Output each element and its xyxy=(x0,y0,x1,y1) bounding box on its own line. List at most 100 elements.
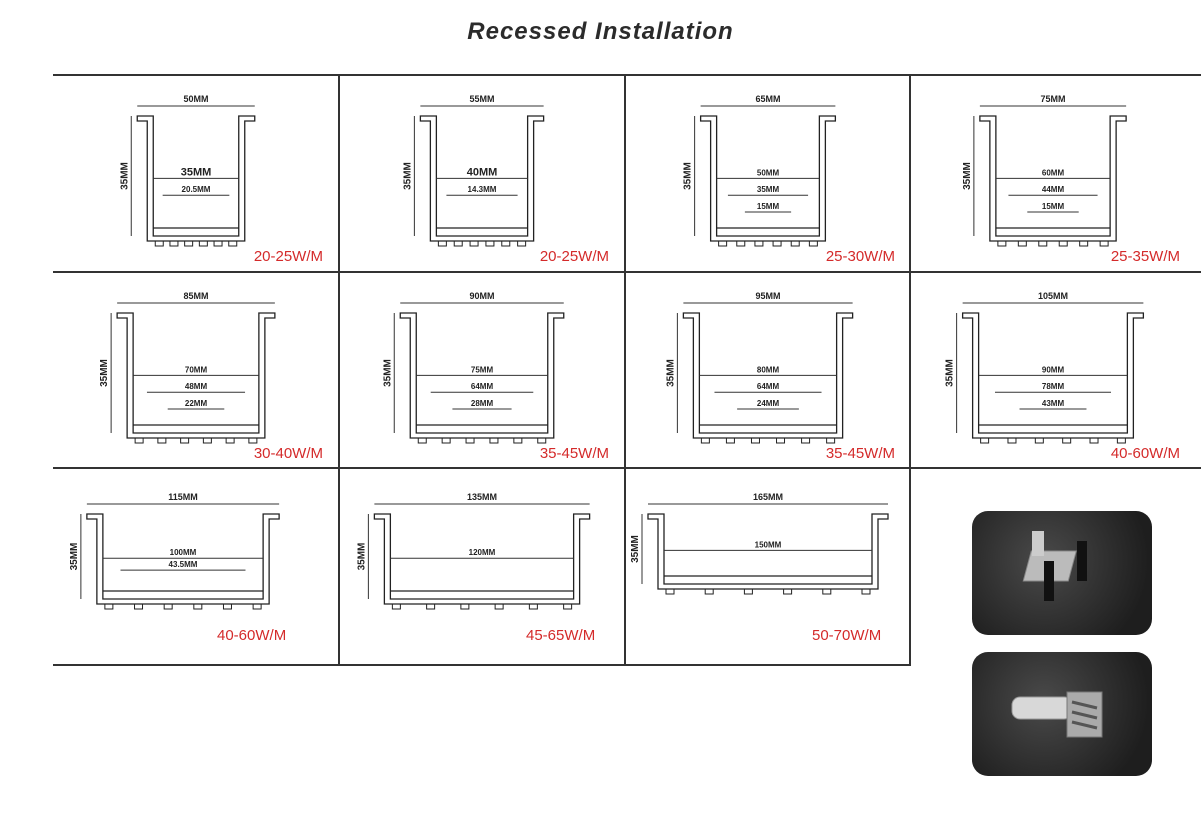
width-label: 135MM xyxy=(467,492,497,502)
width-label: 105MM xyxy=(1038,291,1068,301)
profile-foot xyxy=(180,438,190,444)
profile-foot xyxy=(776,438,786,444)
inner-dimension-label: 40MM xyxy=(467,166,498,178)
inner-dimension-label: 43MM xyxy=(1042,399,1065,408)
profile-foot xyxy=(441,438,451,444)
divider xyxy=(53,271,1201,273)
height-label: 35MM xyxy=(69,543,80,571)
inner-dimension-label: 75MM xyxy=(471,365,494,374)
width-label: 95MM xyxy=(755,291,780,301)
inner-dimension-label: 43.5MM xyxy=(169,560,198,569)
profile-foot xyxy=(198,241,208,247)
inner-dimension-label: 48MM xyxy=(185,382,208,391)
divider xyxy=(909,74,911,666)
inner-dimension-label: 80MM xyxy=(757,365,780,374)
profile-outline xyxy=(419,115,545,242)
profile-foot xyxy=(460,604,470,610)
profile-outline xyxy=(979,115,1127,242)
profile-foot xyxy=(465,438,475,444)
inner-dimension-label: 64MM xyxy=(757,382,780,391)
profile-foot xyxy=(469,241,479,247)
profile-foot xyxy=(417,438,427,444)
inner-dimension-label: 35MM xyxy=(757,185,780,194)
inner-dimension-label: 60MM xyxy=(1042,168,1065,177)
profile-outline xyxy=(682,312,854,439)
profile-foot xyxy=(453,241,463,247)
profile-outline xyxy=(116,312,276,439)
power-rating: 20-25W/M xyxy=(253,248,323,265)
power-rating: 45-65W/M xyxy=(526,627,596,644)
profile-foot xyxy=(391,604,401,610)
profile-foot xyxy=(213,241,223,247)
height-label: 35MM xyxy=(119,162,130,190)
profile-foot xyxy=(826,438,836,444)
profile-foot xyxy=(754,241,764,247)
power-rating: 40-60W/M xyxy=(1110,445,1180,462)
profile-foot xyxy=(154,241,164,247)
inner-dimension-label: 24MM xyxy=(757,399,780,408)
inner-dimension-label: 20.5MM xyxy=(182,185,211,194)
profile-foot xyxy=(736,241,746,247)
power-rating: 50-70W/M xyxy=(812,627,882,644)
inner-dimension-label: 14.3MM xyxy=(468,185,497,194)
inner-dimension-label: 15MM xyxy=(1042,202,1065,211)
height-label: 35MM xyxy=(945,359,956,387)
profile-foot xyxy=(772,241,782,247)
inner-dimension-label: 70MM xyxy=(185,365,208,374)
height-label: 35MM xyxy=(962,162,973,190)
inner-dimension-label: 120MM xyxy=(469,548,496,557)
profile-foot xyxy=(104,604,114,610)
profile-foot xyxy=(1058,241,1068,247)
power-rating: 30-40W/M xyxy=(253,445,323,462)
profile-foot xyxy=(437,241,447,247)
profile-foot xyxy=(1062,438,1072,444)
width-label: 75MM xyxy=(1040,94,1065,104)
inner-dimension-label: 22MM xyxy=(185,399,208,408)
profile-foot xyxy=(169,241,179,247)
profile-foot xyxy=(718,241,728,247)
profile-foot xyxy=(517,241,527,247)
profile-foot xyxy=(790,241,800,247)
profile-foot xyxy=(704,589,714,595)
divider xyxy=(53,664,911,666)
profile-foot xyxy=(537,438,547,444)
profile-foot xyxy=(997,241,1007,247)
inner-dimension-label: 78MM xyxy=(1042,382,1065,391)
power-rating: 40-60W/M xyxy=(217,627,287,644)
profile-foot xyxy=(248,438,258,444)
profile-foot xyxy=(157,438,167,444)
profile-foot xyxy=(700,438,710,444)
profile-foot xyxy=(743,589,753,595)
profile-foot xyxy=(222,604,232,610)
profile-foot xyxy=(489,438,499,444)
profile-foot xyxy=(193,604,203,610)
profile-foot xyxy=(725,438,735,444)
profile-outline xyxy=(136,115,256,242)
profile-outline xyxy=(699,115,837,242)
profile-foot xyxy=(1038,241,1048,247)
profile-foot xyxy=(563,604,573,610)
inner-dimension-label: 150MM xyxy=(755,540,782,549)
profile-outline xyxy=(399,312,565,439)
profile-foot xyxy=(808,241,818,247)
height-label: 35MM xyxy=(356,543,367,571)
profile-foot xyxy=(184,241,194,247)
height-label: 35MM xyxy=(382,359,393,387)
width-label: 65MM xyxy=(755,94,780,104)
width-label: 165MM xyxy=(753,492,783,502)
inner-dimension-label: 100MM xyxy=(170,548,197,557)
profile-foot xyxy=(426,604,436,610)
inner-dimension-label: 15MM xyxy=(757,202,780,211)
